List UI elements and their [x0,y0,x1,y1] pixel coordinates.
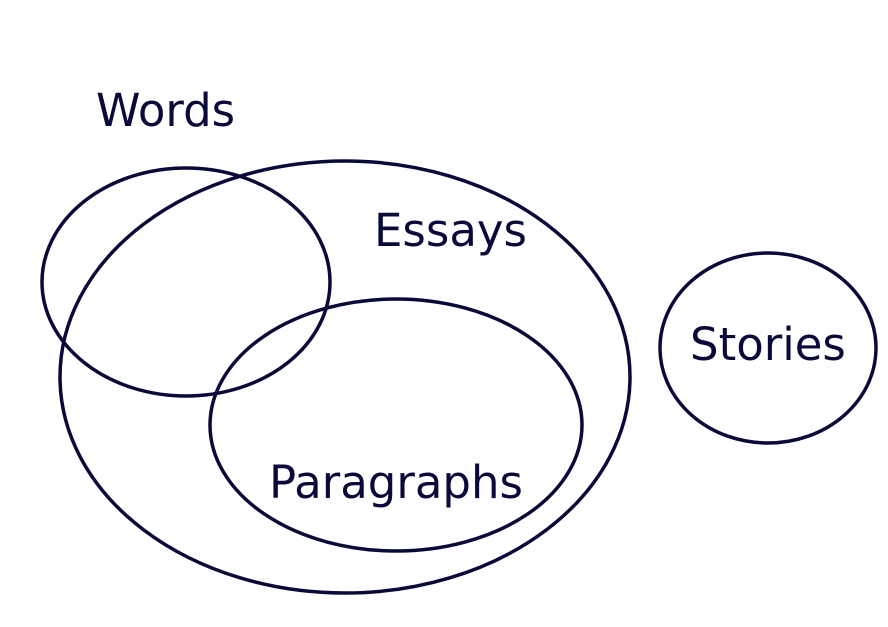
words-label: Words [96,84,235,137]
essays-label: Essays [374,204,527,257]
words-set-outline [40,166,332,398]
paragraphs-set-outline [208,297,584,553]
stories-label: Stories [690,318,846,371]
stories-set-outline [658,251,878,445]
essays-set-outline [58,159,632,595]
paragraphs-label: Paragraphs [269,456,523,509]
